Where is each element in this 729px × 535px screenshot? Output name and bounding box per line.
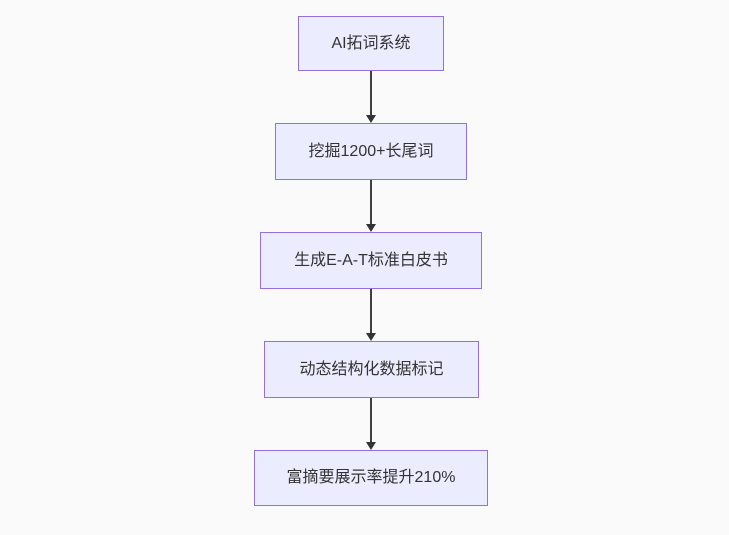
edge-line [370, 180, 372, 224]
node-label: 富摘要展示率提升210% [286, 469, 456, 487]
arrow-down-icon [366, 333, 376, 341]
flowchart-node-dynamic-structured-data-markup: 动态结构化数据标记 [264, 341, 479, 398]
arrow-down-icon [366, 224, 376, 232]
flowchart-node-generate-eat-whitepaper: 生成E-A-T标准白皮书 [260, 232, 482, 289]
edge-line [370, 71, 372, 115]
arrow-down-icon [366, 115, 376, 123]
flowchart-edge-2 [364, 180, 378, 232]
node-label: AI拓词系统 [331, 34, 411, 52]
flowchart-node-rich-snippet-rate-increase: 富摘要展示率提升210% [254, 450, 488, 506]
node-label: 动态结构化数据标记 [299, 360, 444, 378]
edge-line [370, 398, 372, 442]
flowchart-edge-1 [364, 71, 378, 123]
flowchart-edge-3 [364, 289, 378, 341]
flowchart-node-ai-word-expansion-system: AI拓词系统 [298, 16, 444, 71]
node-label: 生成E-A-T标准白皮书 [294, 251, 448, 269]
flowchart-edge-4 [364, 398, 378, 450]
flowchart-node-mine-longtail-keywords: 挖掘1200+长尾词 [275, 123, 467, 180]
node-label: 挖掘1200+长尾词 [308, 142, 434, 160]
edge-line [370, 289, 372, 333]
arrow-down-icon [366, 442, 376, 450]
